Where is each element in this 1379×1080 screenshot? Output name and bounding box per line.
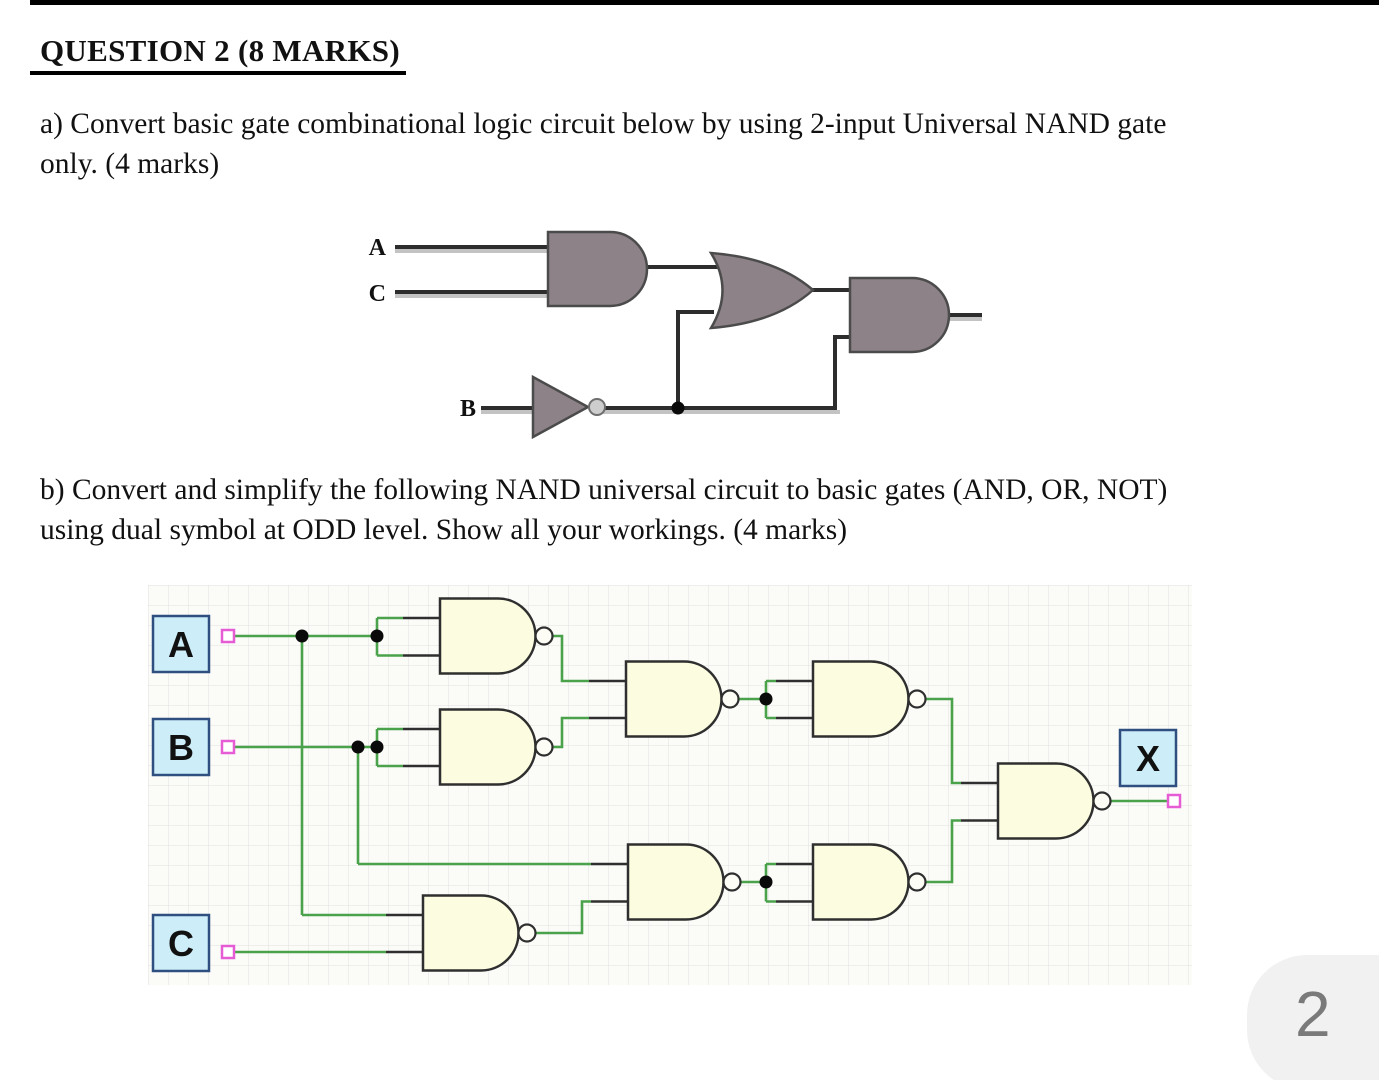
junction-dot: [370, 629, 384, 643]
question-b-text: b) Convert and simplify the following NA…: [40, 470, 1340, 550]
nand-gate-3: [624, 660, 740, 738]
net-nand2-out: [552, 716, 589, 749]
nand-gate-4: [811, 660, 927, 738]
nand-2-bubble: [534, 737, 554, 757]
and-gate-1: [546, 230, 649, 308]
nand-7-bubble: [907, 872, 927, 892]
circuit-b-nand-schematic: A B C X: [148, 585, 1192, 985]
terminal-x: [1166, 793, 1182, 809]
junction-dot: [759, 692, 773, 706]
output-box-x: [1118, 728, 1178, 788]
nand-5-bubble: [517, 923, 537, 943]
input-box-b-label: B: [168, 727, 194, 768]
terminal-a: [220, 628, 236, 644]
top-edge-rule: [30, 0, 1379, 5]
net-nand4-out: [925, 697, 961, 785]
net-nand1-out: [552, 634, 589, 683]
input-box-b: [151, 717, 211, 777]
page-number: 2: [1295, 978, 1331, 1050]
input-label-b: B: [460, 396, 476, 422]
input-box-a: [151, 614, 211, 674]
nand-gate-7: [811, 843, 927, 921]
junction-dot: [351, 740, 365, 754]
input-box-c-label: C: [168, 923, 194, 964]
question-a-line2: only. (4 marks): [40, 148, 220, 180]
nand-6-bubble: [722, 872, 742, 892]
question-a-text: a) Convert basic gate combinational logi…: [40, 104, 1340, 184]
not-gate-bubble: [588, 398, 606, 416]
nand-4-bubble: [907, 689, 927, 709]
circuit-a-wires: [395, 245, 982, 410]
input-label-a: A: [369, 235, 387, 261]
terminal-b: [220, 739, 236, 755]
net-nand7-out: [925, 819, 961, 884]
nand-gate-8: [996, 762, 1112, 840]
nand-3-bubble: [720, 689, 740, 709]
question-b-line1: b) Convert and simplify the following NA…: [40, 474, 1168, 506]
and-gate-2: [848, 276, 951, 354]
page-number-pill: 2: [1247, 955, 1379, 1080]
terminal-c: [220, 944, 236, 960]
wire-shadow: [395, 249, 982, 414]
nand-gate-2: [438, 708, 554, 786]
question-a-line1: a) Convert basic gate combinational logi…: [40, 108, 1167, 140]
nand-gate-6: [626, 843, 742, 921]
question-heading: QUESTION 2 (8 MARKS): [30, 33, 406, 75]
not-gate: [531, 374, 591, 440]
or-gate: [708, 251, 815, 330]
junction-dot: [295, 629, 309, 643]
output-box-x-label: X: [1136, 738, 1160, 779]
nand-1-bubble: [534, 626, 554, 646]
junction-dot: [370, 740, 384, 754]
gate-input-stubs: [386, 616, 999, 954]
nand-gate-1: [438, 597, 554, 675]
net-nand5-out: [535, 900, 591, 935]
nand-8-bubble: [1092, 791, 1112, 811]
nand-gate-5: [421, 894, 537, 972]
circuit-a-basic-gates: A C B: [369, 230, 982, 440]
question-b-line2: using dual symbol at ODD level. Show all…: [40, 514, 848, 546]
input-box-c: [151, 913, 211, 973]
junction-dot: [759, 875, 773, 889]
junction-dot: [671, 401, 685, 415]
input-box-a-label: A: [168, 624, 194, 665]
input-label-c: C: [369, 281, 386, 307]
